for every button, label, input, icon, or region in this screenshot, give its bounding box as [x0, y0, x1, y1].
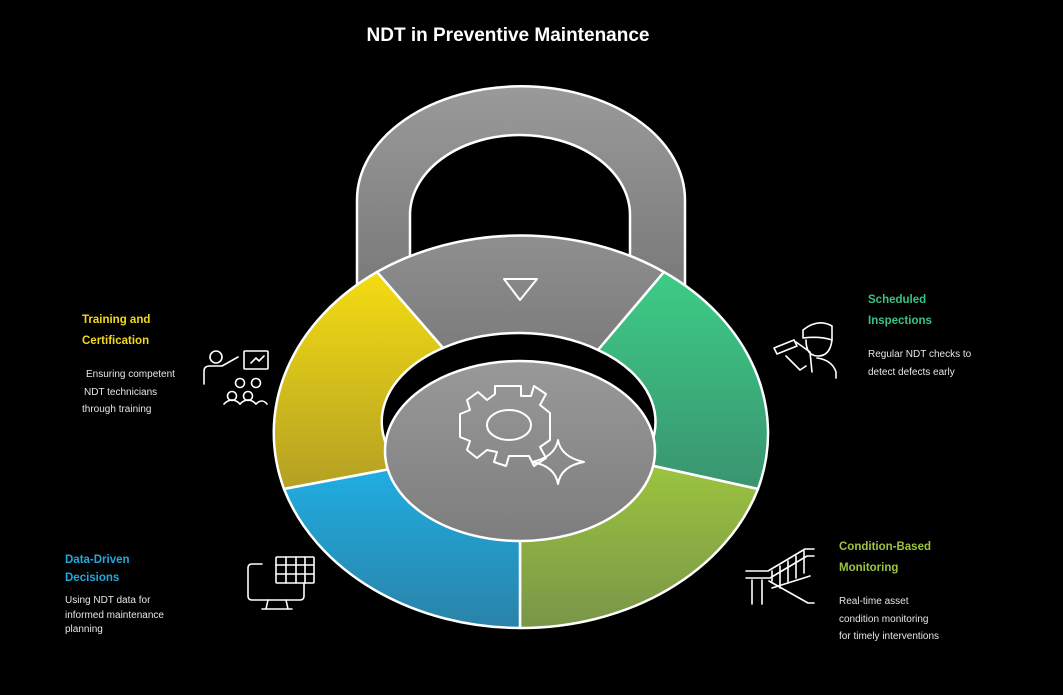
training-heading: Training and Certification [82, 314, 151, 347]
decisions-description: Using NDT data for informed maintenance … [65, 595, 164, 635]
monitoring-heading: Condition-Based Monitoring [839, 541, 931, 574]
monitoring-description: Real-time asset condition monitoring for… [839, 596, 940, 642]
decisions-heading: Data-Driven Decisions [65, 554, 130, 584]
training-presentation-icon [203, 350, 269, 405]
gear-sparkle-icon [459, 385, 585, 485]
inspector-icon [773, 322, 837, 379]
padlock-top-segment [375, 234, 666, 352]
inspections-heading: Scheduled Inspections [868, 294, 932, 327]
monitor-table-icon [247, 556, 315, 610]
padlock-center [383, 359, 657, 543]
triangle-down-icon [503, 278, 538, 301]
padlock-shackle [355, 85, 687, 287]
inspections-description: Regular NDT checks to detect defects ear… [868, 349, 972, 378]
diagram-title: NDT in Preventive Maintenance [366, 25, 650, 46]
escalator-icon [745, 548, 815, 605]
training-description: Ensuring competent NDT technicians throu… [82, 369, 175, 415]
